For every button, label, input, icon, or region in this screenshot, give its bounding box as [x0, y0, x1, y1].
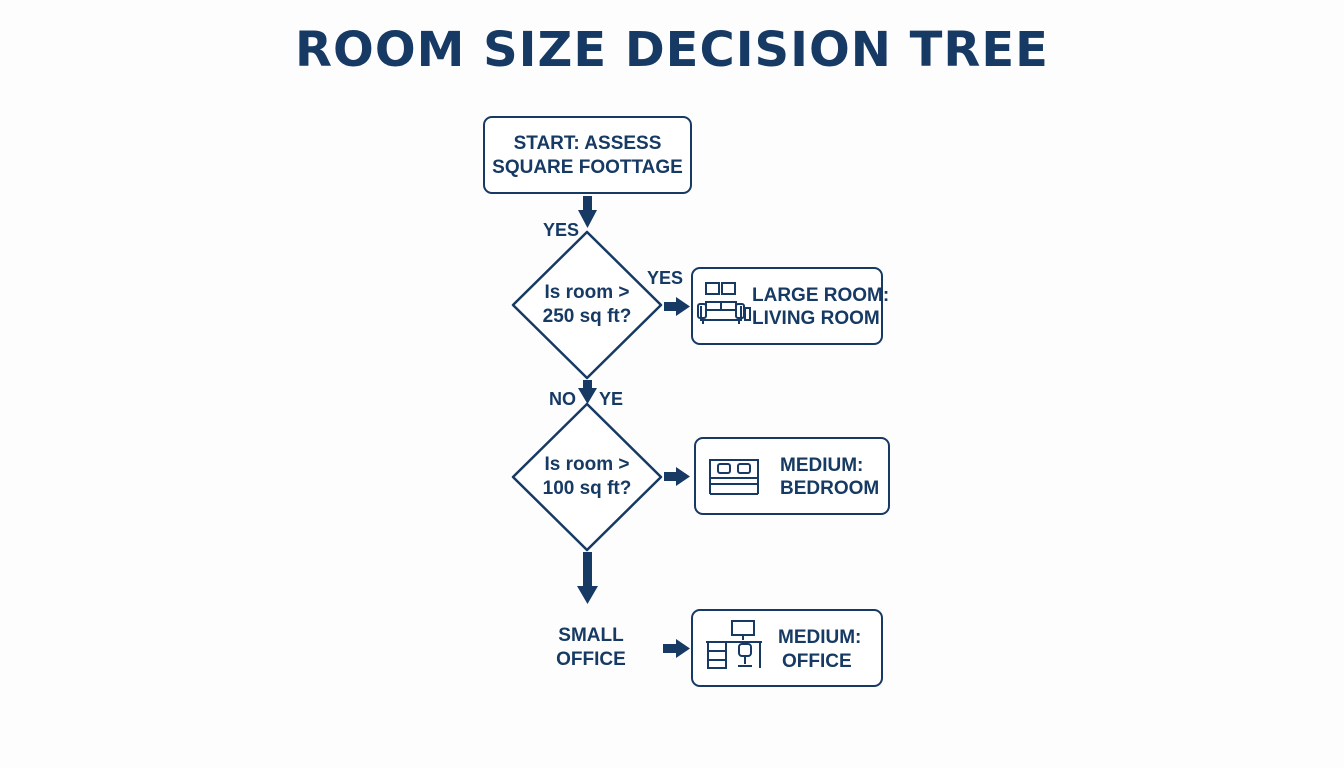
label-yes-right: YES [647, 268, 684, 288]
page-title: ROOM SIZE DECISION TREE [295, 22, 1049, 78]
arrow-small-right-shaft [663, 644, 676, 653]
arrow-d2-right-head [676, 467, 690, 486]
arrow-d1-down-shaft [583, 380, 592, 388]
arrow-d2-down-shaft [583, 552, 592, 586]
outcome-medium-bedroom-line2: BEDROOM [780, 478, 880, 499]
outcome-medium-bedroom-box [694, 437, 890, 515]
arrow-d2-down-head [577, 586, 598, 604]
arrow-d1-down-head [578, 388, 597, 404]
decision2-text-line2: 100 sq ft? [542, 478, 632, 499]
decision1-text-line2: 250 sq ft? [542, 306, 632, 327]
label-ye: YE [599, 389, 624, 409]
outcome-large-room-line1: LARGE ROOM: [752, 285, 890, 306]
outcome-medium-office-line1: MEDIUM: [778, 627, 862, 648]
outcome-medium-office-box [691, 609, 883, 687]
decision2-text-line1: Is room > [544, 454, 630, 475]
decision-diamond-1 [511, 230, 663, 380]
decision-diamond-2 [511, 402, 663, 552]
start-text-line2: SQUARE FOOTTAGE [492, 157, 683, 178]
bed-icon [709, 459, 759, 495]
sofa-icon [697, 282, 751, 324]
decision1-text-line1: Is room > [544, 282, 630, 303]
outcome-small-office-line1: SMALL [558, 625, 624, 646]
desk-icon [706, 620, 762, 669]
outcome-medium-office-line2: OFFICE [782, 651, 852, 672]
label-yes-top: YES [543, 220, 580, 240]
start-text-line1: START: ASSESS [513, 133, 662, 154]
outcome-small-office-line2: OFFICE [556, 649, 626, 670]
outcome-large-room-line2: LIVING ROOM [752, 308, 880, 329]
start-box [483, 116, 692, 194]
outcome-large-room-box [691, 267, 883, 345]
arrow-start-head [578, 210, 597, 228]
arrow-start-shaft [583, 196, 592, 210]
arrow-d1-right-shaft [664, 302, 676, 311]
arrow-d1-right-head [676, 297, 690, 316]
arrow-d2-right-shaft [664, 472, 676, 481]
outcome-medium-bedroom-line1: MEDIUM: [780, 455, 864, 476]
arrow-small-right-head [676, 639, 690, 658]
label-no: NO [549, 389, 576, 409]
